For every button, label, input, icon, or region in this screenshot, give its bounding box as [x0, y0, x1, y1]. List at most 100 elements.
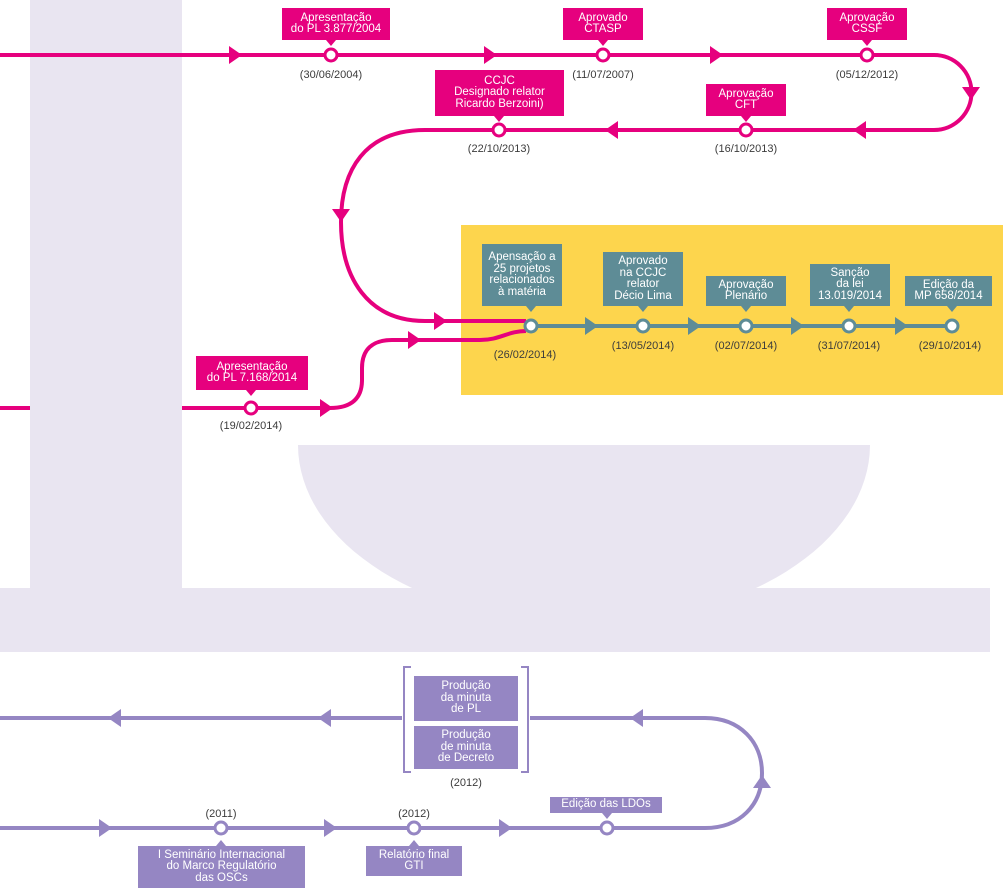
station-date: (2011)	[205, 808, 237, 820]
bracket-date: (2012)	[450, 777, 482, 789]
silhouette-platform	[0, 588, 990, 652]
silhouette-bowl	[298, 445, 870, 624]
arrow-right-icon	[484, 46, 497, 64]
station-label-text: Aprovação Plenário	[718, 278, 774, 302]
station-label-cssf: Aprovação CSSF	[827, 8, 907, 40]
arrow-right-icon	[791, 317, 804, 335]
arrow-down-icon	[332, 209, 350, 222]
arrow-right-icon	[499, 819, 512, 837]
station-date: (02/07/2014)	[714, 340, 778, 352]
pointer-triangle	[326, 40, 336, 46]
station-marker	[599, 820, 615, 836]
bracket-item-minuta-pl: Produção da minuta de PL	[414, 676, 518, 721]
station-marker	[944, 318, 960, 334]
bracket-left	[403, 666, 411, 773]
station-marker	[859, 47, 875, 63]
station-label-text: CCJC Designado relator Ricardo Berzoini)	[454, 74, 545, 110]
station-marker	[595, 47, 611, 63]
pointer-triangle	[216, 840, 226, 846]
pointer-triangle	[741, 306, 751, 312]
arrow-down-icon	[962, 87, 980, 100]
station-marker	[738, 318, 754, 334]
arrow-right-icon	[688, 317, 701, 335]
station-label-cft: Aprovação CFT	[706, 84, 786, 116]
bracket-right	[521, 666, 529, 773]
station-date: (19/02/2014)	[219, 420, 283, 432]
congress-silhouette	[0, 0, 990, 652]
station-label-plenario: Aprovação Plenário	[706, 276, 786, 306]
arrow-right-icon	[324, 819, 337, 837]
arrow-right-icon	[408, 331, 421, 349]
station-marker	[523, 318, 539, 334]
arrow-right-icon	[320, 399, 333, 417]
pointer-triangle	[602, 813, 612, 819]
station-date: (26/02/2014)	[493, 349, 557, 361]
purple-line	[0, 716, 764, 830]
pointer-triangle	[598, 40, 608, 46]
station-date: (05/12/2012)	[835, 69, 899, 81]
station-label-text: Aprovado na CCJC relator Décio Lima	[614, 255, 672, 302]
station-label-text: Apresentação do PL 3.877/2004	[290, 11, 382, 35]
arrow-right-icon	[434, 312, 447, 330]
station-marker	[491, 122, 507, 138]
station-date: (29/10/2014)	[918, 340, 982, 352]
station-label-text: Apresentação do PL 7.168/2014	[206, 360, 298, 384]
arrow-right-icon	[99, 819, 112, 837]
station-label-text: Aprovação CFT	[718, 87, 774, 111]
station-marker	[213, 820, 229, 836]
station-label-pl-3877: Apresentação do PL 3.877/2004	[282, 8, 390, 40]
station-date: (30/06/2004)	[299, 69, 363, 81]
station-label-text: I Seminário Internacional do Marco Regul…	[157, 848, 286, 884]
station-label-ccjc-decio-lima: Aprovado na CCJC relator Décio Lima	[603, 252, 683, 306]
station-date: (22/10/2013)	[467, 143, 531, 155]
arrow-left-icon	[630, 709, 643, 727]
pointer-triangle	[741, 116, 751, 122]
station-label-text: Aprovação CSSF	[839, 11, 895, 35]
station-marker	[243, 400, 259, 416]
arrow-left-icon	[318, 709, 331, 727]
station-label-text: Aprovado CTASP	[578, 11, 628, 35]
bracket-item-text: Produção da minuta de PL	[440, 680, 492, 716]
station-label-seminario: I Seminário Internacional do Marco Regul…	[138, 846, 305, 888]
pointer-triangle	[947, 306, 957, 312]
pointer-triangle	[862, 40, 872, 46]
station-date: (13/05/2014)	[611, 340, 675, 352]
pointer-triangle	[246, 390, 256, 396]
station-label-text: Relatório final GTI	[378, 848, 450, 872]
station-marker	[738, 122, 754, 138]
station-label-sancao: Sanção da lei 13.019/2014	[810, 264, 890, 306]
station-marker	[841, 318, 857, 334]
station-label-relatorio-gti: Relatório final GTI	[366, 846, 462, 876]
station-label-text: Sanção da lei 13.019/2014	[818, 266, 882, 302]
station-label-mp-658: Edição da MP 658/2014	[905, 276, 992, 306]
bracket-item-minuta-decreto: Produção de minuta de Decreto	[414, 726, 518, 769]
arrow-right-icon	[895, 317, 908, 335]
station-label-pl-7168: Apresentação do PL 7.168/2014	[196, 356, 308, 390]
arrow-up-icon	[753, 775, 771, 788]
arrow-left-icon	[108, 709, 121, 727]
arrow-left-icon	[853, 121, 866, 139]
bracket-item-text: Produção de minuta de Decreto	[437, 729, 495, 765]
station-marker	[635, 318, 651, 334]
silhouette-tower	[30, 0, 182, 590]
station-label-ctasp: Aprovado CTASP	[563, 8, 643, 40]
station-date: (2012)	[398, 808, 430, 820]
station-label-text: Edição da MP 658/2014	[914, 278, 983, 302]
arrow-left-icon	[605, 121, 618, 139]
station-marker	[323, 47, 339, 63]
arrow-right-icon	[585, 317, 598, 335]
pointer-triangle	[409, 840, 419, 846]
station-date: (16/10/2013)	[714, 143, 778, 155]
arrow-right-icon	[229, 46, 242, 64]
station-label-text: Apensação a 25 projetos relacionados à m…	[488, 251, 556, 298]
magenta-line-branch	[182, 329, 527, 410]
station-date: (31/07/2014)	[817, 340, 881, 352]
station-marker	[406, 820, 422, 836]
station-label-ldos: Edição das LDOs	[550, 797, 662, 813]
pointer-triangle	[638, 306, 648, 312]
station-label-text: Edição das LDOs	[561, 798, 651, 811]
station-date: (11/07/2007)	[572, 69, 634, 81]
arrow-right-icon	[710, 46, 723, 64]
